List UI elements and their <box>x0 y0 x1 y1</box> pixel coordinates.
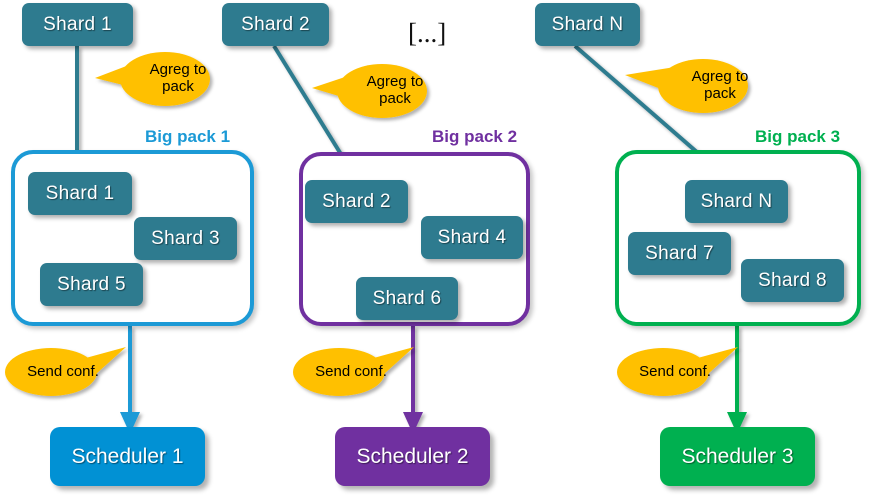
pack-3-shard-8-label: Shard 8 <box>758 270 827 291</box>
pack-2-shard-6-label: Shard 6 <box>372 288 442 309</box>
scheduler-1[interactable]: Scheduler 1 <box>50 427 205 486</box>
pack-2-label: Big pack 2 <box>432 127 518 146</box>
pack-3-label: Big pack 3 <box>755 127 841 146</box>
scheduler-2[interactable]: Scheduler 2 <box>335 427 490 486</box>
pack-1-label: Big pack 1 <box>145 127 231 146</box>
scheduler-3[interactable]: Scheduler 3 <box>660 427 815 486</box>
scheduler-3-label: Scheduler 3 <box>681 445 794 468</box>
pack-1-shard-5[interactable]: Shard 5 <box>40 263 143 306</box>
pack-1-shard-3[interactable]: Shard 3 <box>134 217 237 260</box>
source-shard-2-label: Shard 2 <box>241 14 310 35</box>
scheduler-1-label: Scheduler 1 <box>71 445 184 468</box>
pack-2-shard-6[interactable]: Shard 6 <box>356 277 458 320</box>
pack-1-shard-3-label: Shard 3 <box>151 228 220 249</box>
callout-bubble-shape <box>312 64 427 118</box>
pack-1-shard-5-label: Shard 5 <box>57 274 126 295</box>
pack-3-shard-n[interactable]: Shard N <box>685 180 788 223</box>
source-shard-1[interactable]: Shard 1 <box>22 3 133 46</box>
callout-bubble-shape <box>617 347 738 396</box>
scheduler-2-label: Scheduler 2 <box>356 445 469 468</box>
pack-3-shard-7[interactable]: Shard 7 <box>628 232 731 275</box>
callout-bubble-shape <box>5 347 126 396</box>
callout-send-conf-2[interactable]: Send conf. <box>288 343 414 401</box>
pack-2-shard-4[interactable]: Shard 4 <box>421 216 523 259</box>
pack-2-shard-2-label: Shard 2 <box>322 191 391 212</box>
pack-2-shard-2[interactable]: Shard 2 <box>305 180 408 223</box>
callout-bubble-shape <box>95 52 210 106</box>
callout-agreg-to-pack-1[interactable]: Agreg to pack <box>95 48 213 110</box>
source-shard-n[interactable]: Shard N <box>535 3 640 46</box>
source-shard-2[interactable]: Shard 2 <box>222 3 329 46</box>
source-shard-n-label: Shard N <box>551 14 624 35</box>
callout-bubble-shape <box>625 59 748 113</box>
pack-1-shard-1-label: Shard 1 <box>45 183 115 204</box>
callout-bubble-shape <box>293 347 414 396</box>
pack-1-shard-1[interactable]: Shard 1 <box>28 172 132 215</box>
pack-3-shard-n-label: Shard N <box>700 191 773 212</box>
callout-send-conf-1[interactable]: Send conf. <box>0 343 126 401</box>
pack-2-shard-4-label: Shard 4 <box>437 227 507 248</box>
callout-agreg-to-pack-2[interactable]: Agreg to pack <box>312 60 430 122</box>
callout-send-conf-3[interactable]: Send conf. <box>612 343 738 401</box>
callout-agreg-to-pack-3[interactable]: Agreg to pack <box>625 55 751 117</box>
source-shard-1-label: Shard 1 <box>43 14 112 35</box>
pack-3-shard-7-label: Shard 7 <box>645 243 714 264</box>
pack-3-shard-8[interactable]: Shard 8 <box>741 259 844 302</box>
ellipsis-marker: [...] <box>408 18 447 48</box>
